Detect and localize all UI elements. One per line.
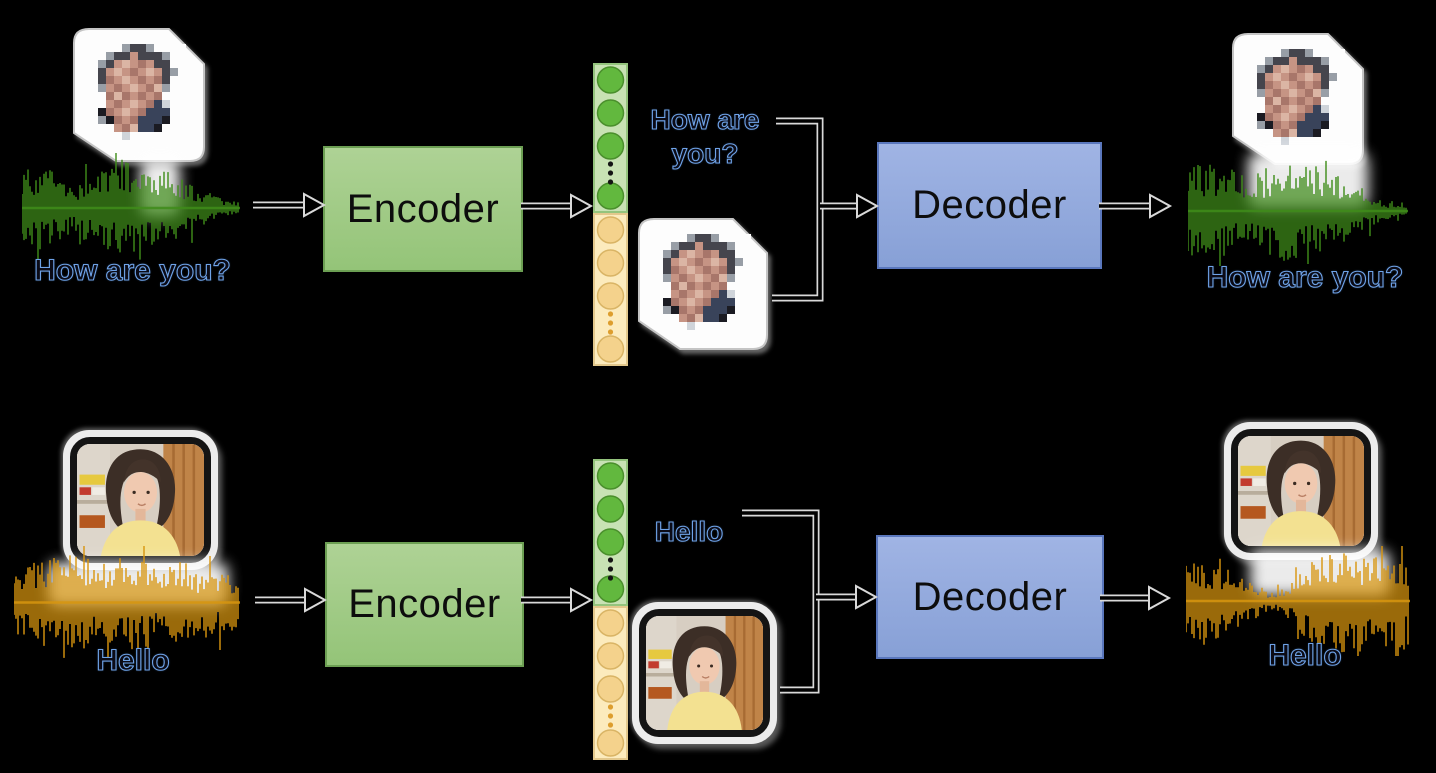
output-waveform-orange <box>1186 545 1410 657</box>
input-utterance-label: Hello <box>96 644 170 677</box>
decoder-label: Decoder <box>912 183 1067 227</box>
bracket-embedding-to-decoder-top <box>772 117 880 302</box>
speaker-embedding-column-top <box>593 213 628 366</box>
bracket-embedding-to-decoder-bottom <box>742 509 879 694</box>
decoder-box-top: Decoder <box>877 142 1102 269</box>
encoder-box-top: Encoder <box>323 146 523 272</box>
female-speaker-photo-output <box>1224 422 1378 560</box>
photo-frame <box>639 609 770 737</box>
content-text-bottom: Hello <box>654 515 724 547</box>
pixelated-face <box>90 44 186 140</box>
arrow-input-to-encoder-top <box>253 192 327 218</box>
content-embedding-column-top <box>593 63 628 213</box>
decoder-label: Decoder <box>912 574 1068 619</box>
pixelated-face <box>655 234 751 330</box>
arrow-decoder-to-output-top <box>1099 193 1173 219</box>
male-speaker-photo-embedding <box>638 218 768 355</box>
input-utterance-label: How are you? <box>34 254 232 287</box>
arrow-encoder-to-embedding-top <box>521 193 594 219</box>
male-speaker-photo-output <box>1232 33 1364 170</box>
encoder-label: Encoder <box>348 582 501 626</box>
input-waveform-orange <box>14 545 240 660</box>
output-utterance-label: Hello <box>1268 639 1342 672</box>
input-waveform-green <box>22 152 240 264</box>
female-speaker-photo-embedding <box>632 602 777 744</box>
pixelated-face <box>1249 49 1345 145</box>
arrow-encoder-to-embedding-bottom <box>521 587 594 613</box>
photo-frame <box>70 437 211 563</box>
output-waveform-green <box>1188 155 1408 267</box>
encoder-label: Encoder <box>346 186 500 231</box>
encoder-box-bottom: Encoder <box>325 542 524 667</box>
decoder-box-bottom: Decoder <box>876 535 1104 659</box>
content-embedding-column-bottom <box>593 459 628 606</box>
arrow-decoder-to-output-bottom <box>1100 585 1172 611</box>
female-speaker-photo-input <box>63 430 218 570</box>
photo-frame <box>1231 429 1371 553</box>
output-utterance-label: How are you? <box>1206 261 1404 294</box>
content-text-top: How are you? <box>650 103 760 169</box>
male-speaker-photo-input <box>73 28 205 167</box>
arrow-input-to-encoder-bottom <box>255 587 328 613</box>
speaker-embedding-column-bottom <box>593 606 628 760</box>
